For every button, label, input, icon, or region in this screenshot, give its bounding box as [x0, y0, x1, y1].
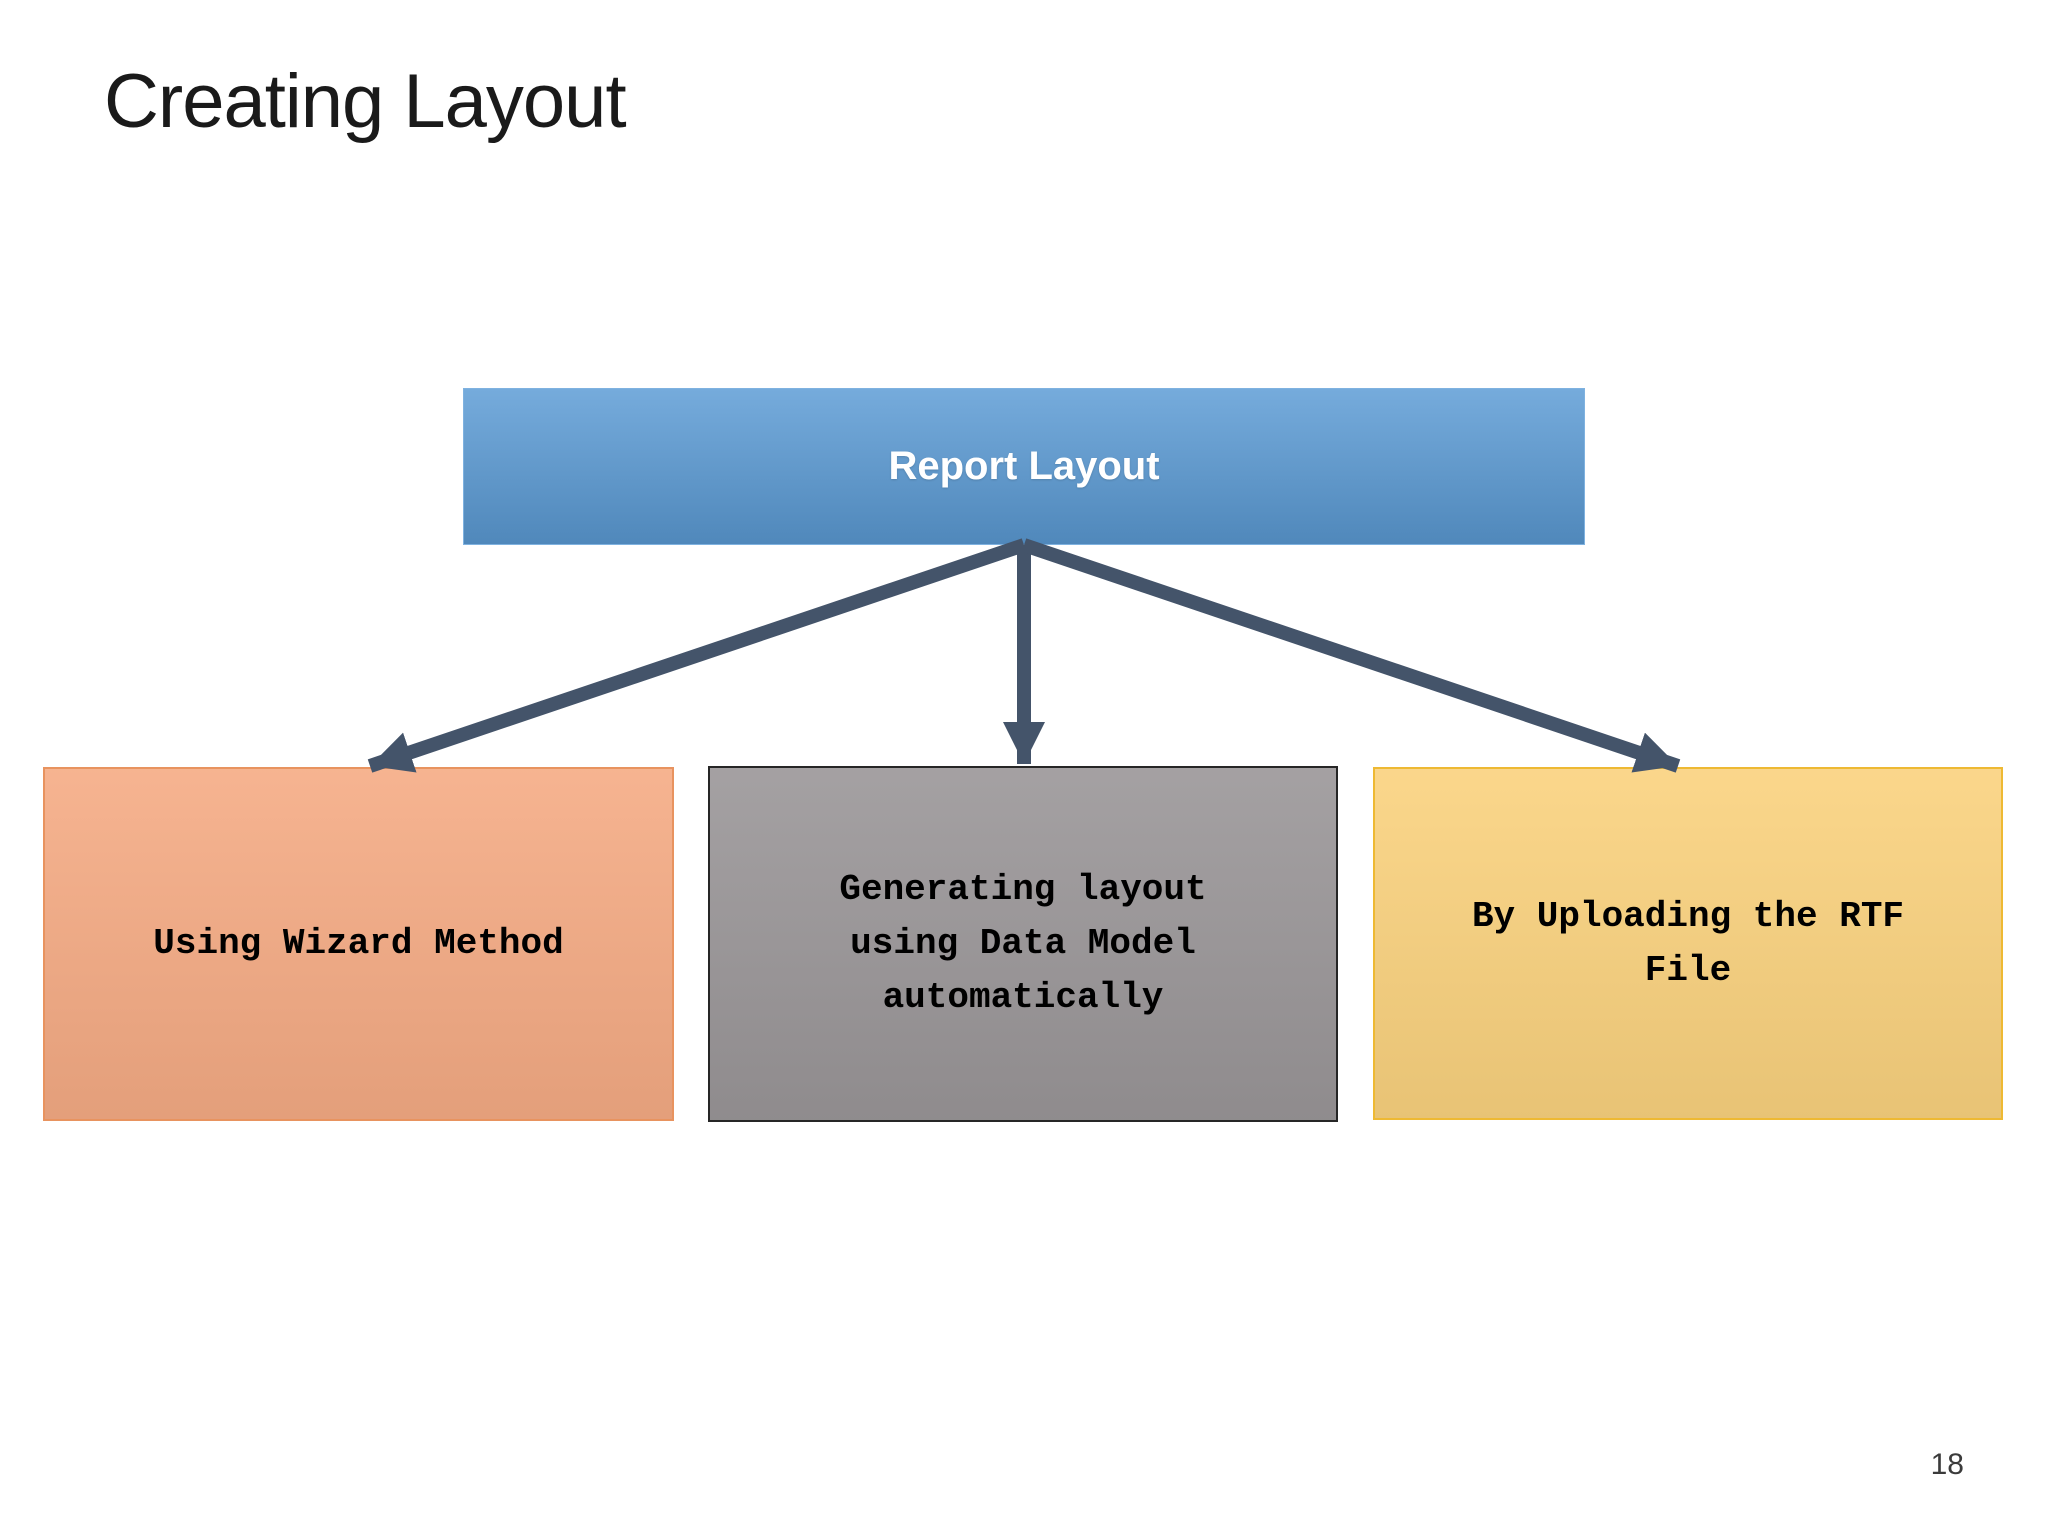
- child-box-rtf-upload: By Uploading the RTF File: [1373, 767, 2003, 1120]
- child-box-wizard-label: Using Wizard Method: [153, 923, 564, 964]
- connector-arrow-right: [1021, 538, 1681, 773]
- connector-arrow-left: [367, 538, 1027, 773]
- child-box-data-model-label: Generating layout using Data Model autom…: [839, 869, 1207, 1018]
- page-title: Creating Layout: [104, 59, 627, 144]
- root-box-label: Report Layout: [888, 444, 1160, 488]
- child-box-wizard-method: Using Wizard Method: [43, 767, 674, 1121]
- child-box-data-model: Generating layout using Data Model autom…: [708, 766, 1338, 1122]
- page-number: 18: [1930, 1448, 1964, 1481]
- root-box-report-layout: Report Layout: [463, 388, 1585, 545]
- child-box-rtf-label: By Uploading the RTF File: [1471, 895, 1905, 991]
